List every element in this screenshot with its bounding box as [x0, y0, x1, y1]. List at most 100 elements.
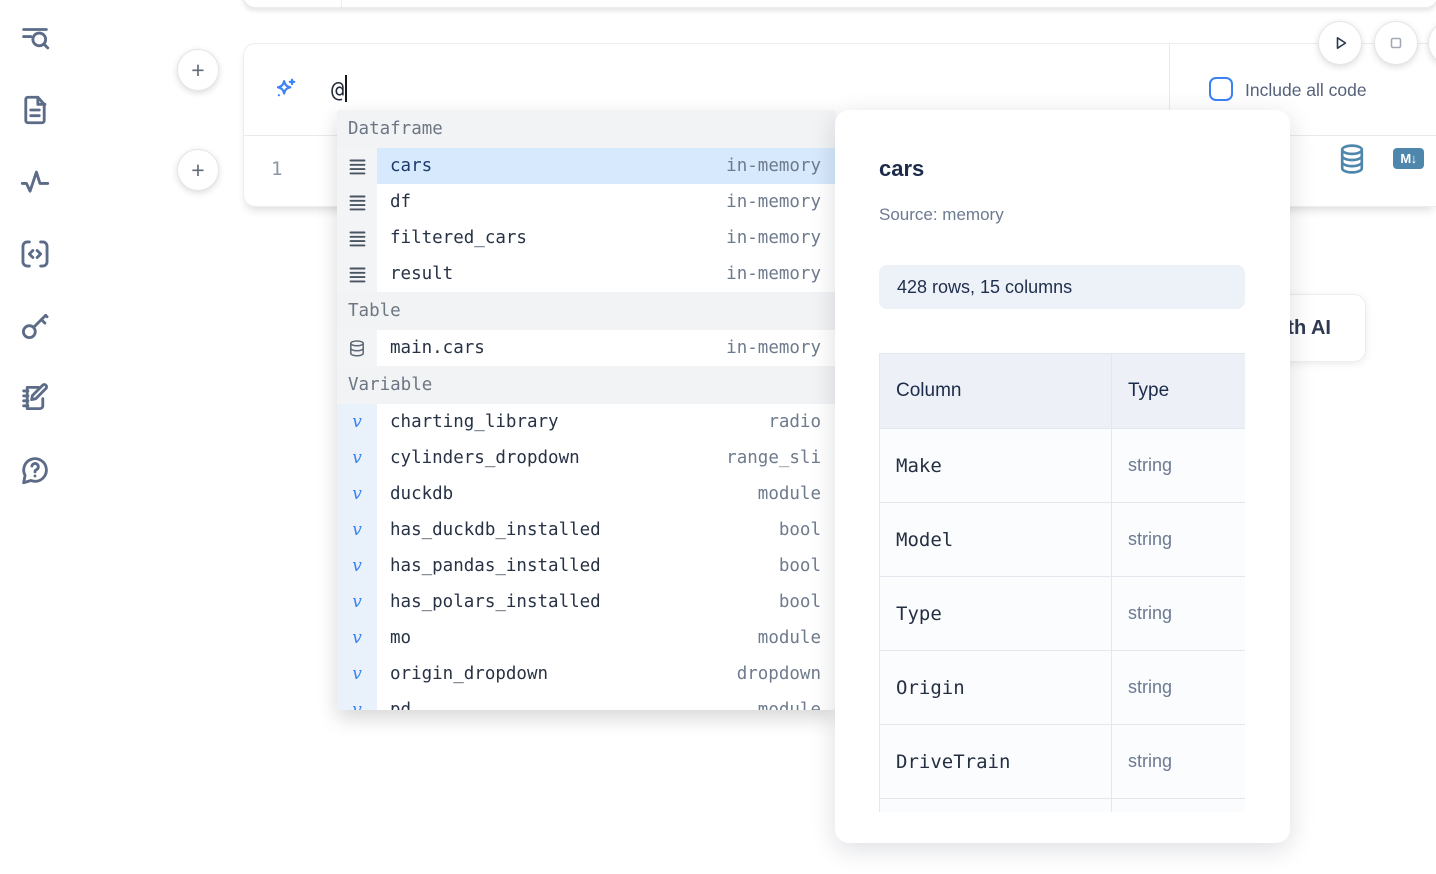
sidebar	[0, 0, 72, 874]
completion-name: charting_library	[390, 412, 559, 432]
schema-row: Originstring	[880, 651, 1246, 725]
autocomplete-item[interactable]: carsin-memory	[337, 148, 835, 184]
add-cell-above-button[interactable]: +	[177, 49, 219, 91]
file-document-icon[interactable]	[18, 93, 52, 127]
completion-type: in-memory	[726, 264, 821, 284]
completion-type: bool	[779, 556, 821, 576]
autocomplete-popup: Dataframecarsin-memorydfin-memoryfiltere…	[337, 110, 835, 710]
completion-type: module	[758, 700, 821, 710]
autocomplete-section-header: Dataframe	[337, 110, 835, 148]
dataframe-icon	[337, 256, 377, 292]
completion-name: result	[390, 264, 453, 284]
autocomplete-item[interactable]: main.cars in-memory	[337, 330, 835, 366]
completion-name: filtered_cars	[390, 228, 527, 248]
dataframe-icon	[337, 184, 377, 220]
autocomplete-item[interactable]: result in-memory	[337, 256, 835, 292]
autocomplete-item[interactable]: v cylinders_dropdown range_sli	[337, 440, 835, 476]
schema-column-type: string	[1112, 651, 1246, 725]
autocomplete-item[interactable]: vhas_pandas_installedbool	[337, 548, 835, 584]
include-all-code-checkbox[interactable]	[1209, 77, 1233, 101]
schema-column-name: DriveTrain	[880, 725, 1112, 799]
autocomplete-item[interactable]: vpdmodule	[337, 692, 835, 710]
previous-cell-edge	[243, 0, 1436, 8]
schema-column-type: string	[1112, 725, 1246, 799]
sparkles-icon	[272, 77, 298, 103]
play-icon[interactable]	[1318, 21, 1362, 65]
line-number: 1	[271, 158, 282, 180]
panel-title: cars	[879, 154, 1245, 184]
markdown-icon[interactable]: M↓	[1393, 148, 1424, 169]
variable-icon: v	[337, 476, 377, 512]
autocomplete-item[interactable]: vhas_duckdb_installedbool	[337, 512, 835, 548]
key-icon[interactable]	[18, 309, 52, 343]
schema-column-name: Model	[880, 503, 1112, 577]
autocomplete-item[interactable]: vduckdbmodule	[337, 476, 835, 512]
code-snippet-icon[interactable]	[18, 237, 52, 271]
schema-row: Modelstring	[880, 503, 1246, 577]
stats-pill: 428 rows, 15 columns	[879, 265, 1245, 309]
schema-column-name: Type	[880, 577, 1112, 651]
list-search-icon[interactable]	[18, 21, 52, 55]
completion-type: in-memory	[726, 228, 821, 248]
ai-prompt-input[interactable]: @	[331, 75, 347, 103]
autocomplete-item[interactable]: filtered_cars in-memory	[337, 220, 835, 256]
schema-table: ColumnType MakestringModelstringTypestri…	[879, 353, 1245, 812]
variable-icon: v	[337, 548, 377, 584]
activity-icon[interactable]	[18, 165, 52, 199]
variable-icon: v	[337, 656, 377, 692]
completion-type: in-memory	[726, 338, 821, 358]
dataframe-icon	[337, 220, 377, 256]
schema-row: Typestring	[880, 577, 1246, 651]
schema-row	[880, 799, 1246, 813]
variable-icon: v	[337, 620, 377, 656]
autocomplete-item[interactable]: v origin_dropdown dropdown	[337, 656, 835, 692]
schema-row: DriveTrainstring	[880, 725, 1246, 799]
completion-name: cylinders_dropdown	[390, 448, 580, 468]
database-icon[interactable]	[1338, 144, 1366, 174]
completion-name: main.cars	[390, 338, 485, 358]
schema-column-name: Make	[880, 429, 1112, 503]
add-cell-below-button[interactable]: +	[177, 149, 219, 191]
completion-type: bool	[779, 520, 821, 540]
completion-type: bool	[779, 592, 821, 612]
completion-type: range_sli	[726, 448, 821, 468]
schema-row: Makestring	[880, 429, 1246, 503]
variable-icon: v	[337, 584, 377, 620]
stop-icon[interactable]	[1374, 21, 1418, 65]
stats-text: 428 rows, 15 columns	[897, 277, 1072, 298]
completion-type: dropdown	[737, 664, 821, 684]
table-icon	[337, 330, 377, 366]
variable-icon: v	[337, 404, 377, 440]
include-all-code-label: Include all code	[1245, 80, 1367, 101]
gutter-divider	[341, 0, 342, 7]
scratchpad-icon[interactable]	[18, 381, 52, 415]
completion-type: in-memory	[726, 192, 821, 212]
variable-icon: v	[337, 440, 377, 476]
schema-column-type: string	[1112, 503, 1246, 577]
schema-column-header: Type	[1112, 354, 1246, 429]
completion-name: origin_dropdown	[390, 664, 548, 684]
completion-name: mo	[390, 628, 411, 648]
autocomplete-item[interactable]: vmo module	[337, 620, 835, 656]
completion-name: df	[390, 192, 411, 212]
schema-column-type: string	[1112, 577, 1246, 651]
autocomplete-item[interactable]: v has_polars_installed bool	[337, 584, 835, 620]
schema-column-type	[1112, 799, 1246, 813]
completion-name: pd	[390, 700, 411, 710]
autocomplete-item[interactable]: v charting_library radio	[337, 404, 835, 440]
schema-column-name: Origin	[880, 651, 1112, 725]
autocomplete-item[interactable]: df in-memory	[337, 184, 835, 220]
completion-name: has_polars_installed	[390, 592, 601, 612]
schema-column-type: string	[1112, 429, 1246, 503]
autocomplete-section-header: Variable	[337, 366, 835, 404]
completion-type: module	[758, 628, 821, 648]
panel-source: Source: memory	[879, 204, 1245, 226]
schema-table-wrap: ColumnType MakestringModelstringTypestri…	[879, 353, 1245, 812]
completion-type: radio	[768, 412, 821, 432]
dataframe-preview-panel: cars Source: memory 428 rows, 15 columns…	[835, 110, 1290, 843]
completion-name: duckdb	[390, 484, 453, 504]
help-chat-icon[interactable]	[18, 453, 52, 487]
schema-column-name	[880, 799, 1112, 813]
autocomplete-section-header: Table	[337, 292, 835, 330]
text-caret	[345, 75, 347, 102]
